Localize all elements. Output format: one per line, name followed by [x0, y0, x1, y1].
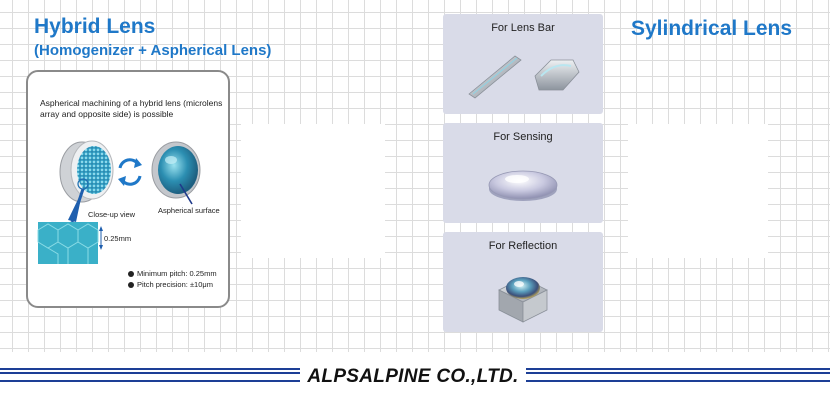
- sylindrical-lens-title: Sylindrical Lens: [631, 17, 793, 40]
- bullet-dot: [128, 281, 134, 288]
- panel-sensing-label: For Sensing: [493, 131, 553, 143]
- hybrid-lens-illustration: [37, 140, 201, 264]
- blank-area-right: [628, 124, 768, 258]
- panel-lens-bar: For Lens Bar: [443, 14, 603, 114]
- bullet-minimum-pitch: Minimum pitch: 0.25mm: [128, 269, 217, 278]
- card-description: Aspherical machining of a hybrid lens (m…: [40, 98, 223, 119]
- hybrid-lens-subtitle: (Homogenizer + Aspherical Lens): [34, 42, 272, 59]
- alpsalpine-logo: ALPSALPINE CO.,LTD.: [300, 366, 526, 388]
- lens-bar-image: [468, 55, 580, 99]
- panel-sensing: For Sensing: [443, 123, 603, 223]
- rotate-icon: [118, 158, 142, 186]
- aspherical-lens: [151, 141, 201, 205]
- bullet-dot: [128, 270, 134, 277]
- blank-area-center: [241, 124, 385, 258]
- panel-lens-bar-label: For Lens Bar: [491, 22, 555, 34]
- aspherical-surface-label: Aspherical surface: [158, 206, 220, 215]
- reflection-lens-image: [498, 277, 548, 323]
- microlens-array-lens: [59, 140, 114, 203]
- sensing-lens-image: [488, 170, 558, 201]
- hybrid-lens-card: Aspherical machining of a hybrid lens (m…: [26, 70, 230, 308]
- panel-reflection-label: For Reflection: [488, 240, 558, 252]
- dimension-label: 0.25mm: [104, 234, 132, 243]
- panel-reflection: For Reflection: [443, 232, 603, 332]
- hybrid-lens-title: Hybrid Lens: [34, 15, 156, 38]
- closeup-hex-array: [37, 222, 99, 264]
- closeup-view-label: Close-up view: [88, 210, 136, 219]
- bullet-pitch-precision: Pitch precision: ±10μm: [128, 280, 213, 289]
